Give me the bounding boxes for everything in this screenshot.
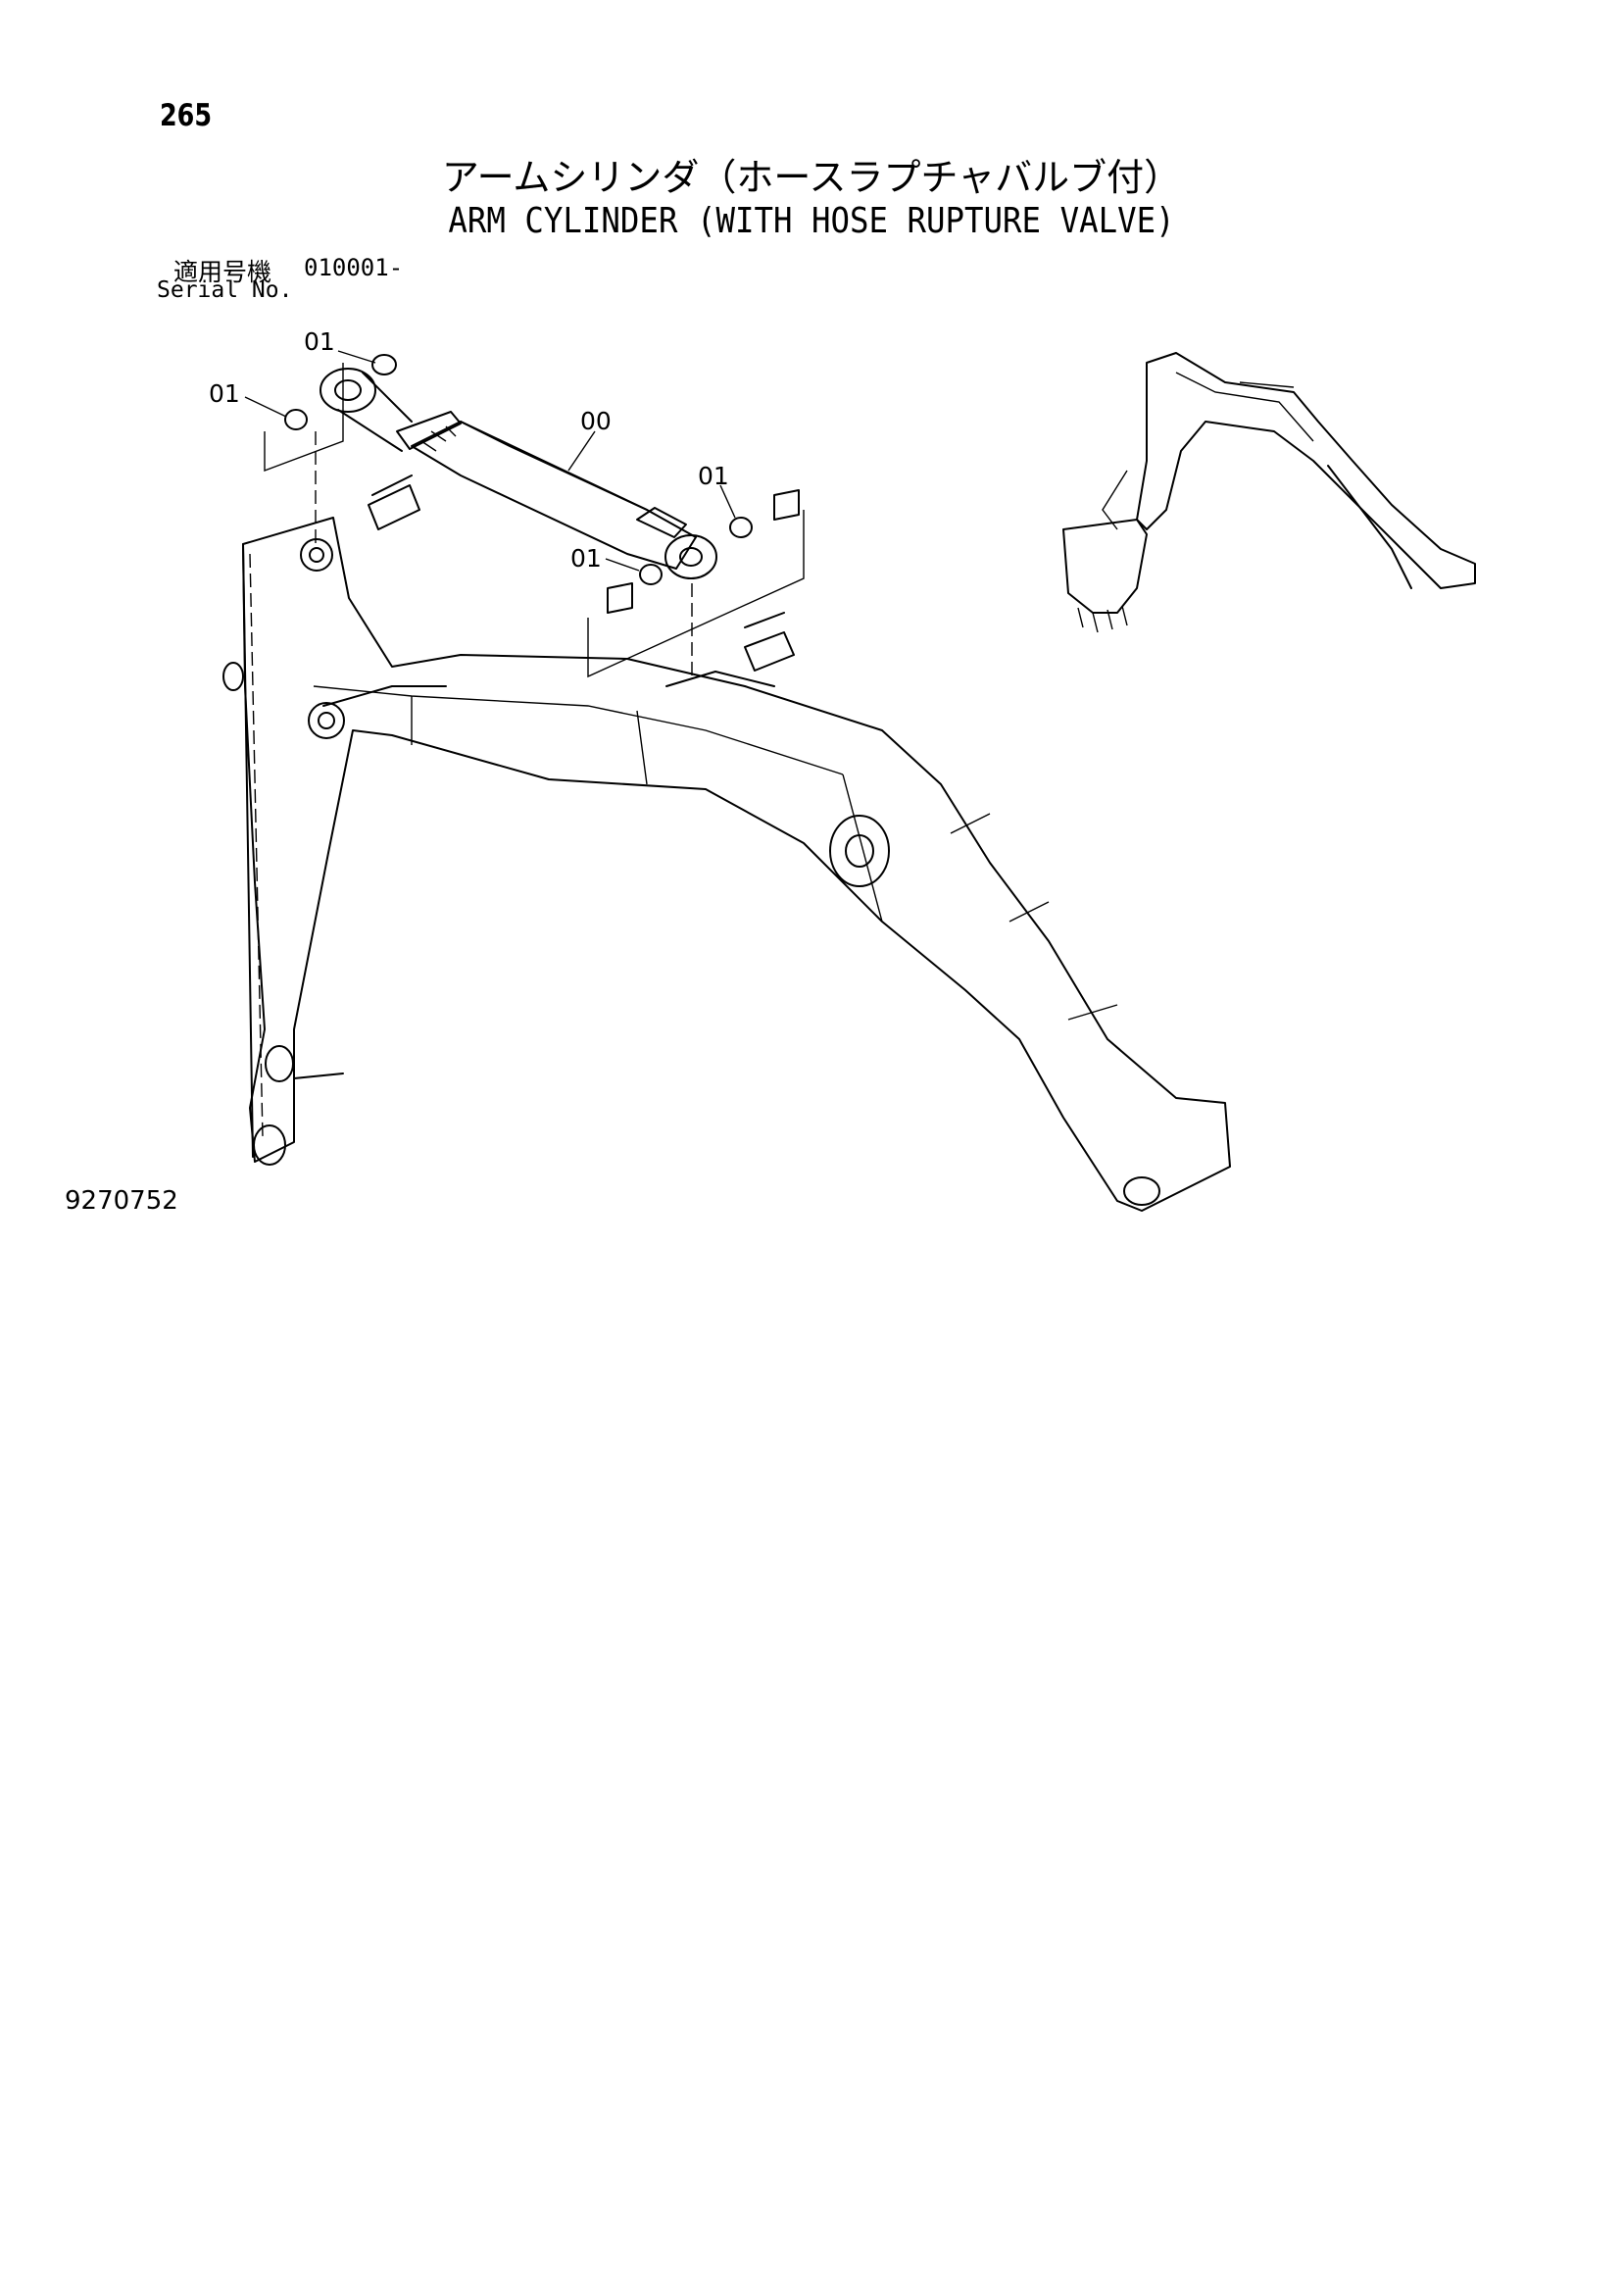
callout-01-right: 01 bbox=[698, 462, 729, 490]
bushings-drawing bbox=[284, 354, 800, 628]
serial-label-japanese: 適用号機 bbox=[173, 258, 272, 286]
arm-cylinder-drawing bbox=[320, 368, 717, 579]
title-english: ARM CYLINDER (WITH HOSE RUPTURE VALVE) bbox=[448, 201, 1175, 241]
callout-00: 00 bbox=[580, 407, 612, 435]
callout-01-top: 01 bbox=[304, 327, 335, 356]
callout-01-left: 01 bbox=[209, 379, 240, 408]
page-number: 265 bbox=[160, 98, 213, 133]
leader-lines bbox=[244, 350, 805, 678]
figure-number: 9270752 bbox=[65, 1186, 178, 1216]
boom-drawing bbox=[242, 517, 1231, 1212]
serial-label-english: Serial No. bbox=[157, 277, 293, 303]
boom-pin-bosses bbox=[222, 484, 1160, 1206]
title-japanese: アームシリンダ（ホースラプチャバルブ付） bbox=[441, 156, 1182, 199]
callout-01-bottom: 01 bbox=[570, 544, 602, 573]
serial-code: 010001- bbox=[304, 254, 404, 281]
parts-diagram: 01 01 00 01 01 bbox=[209, 327, 1476, 1212]
excavator-locator-sketch bbox=[1062, 352, 1476, 633]
